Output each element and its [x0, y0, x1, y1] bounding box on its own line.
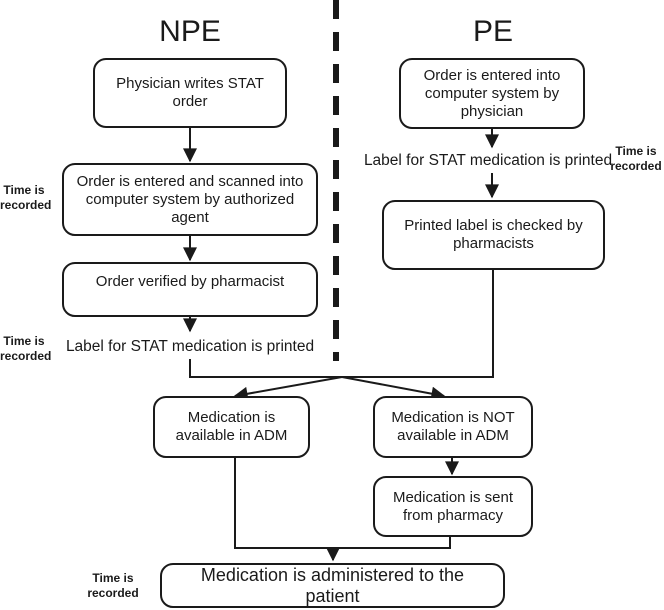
node-order-entered-scanned: Order is entered and scanned into comput… [62, 163, 318, 236]
label-pe-stat-label-printed: Label for STAT medication is printed [363, 152, 613, 169]
time-recorded-label-npe-print: Time is recorded [0, 334, 52, 363]
node-printed-label-checked: Printed label is checked by pharmacists [382, 200, 605, 270]
arrow-merge-to-not-available [341, 376, 446, 401]
node-order-verified-pharmacist: Order verified by pharmacist [62, 262, 318, 317]
time-recorded-label-npe-enter: Time is recorded [0, 183, 52, 212]
column-title-pe: PE [472, 15, 514, 48]
label-npe-stat-label-printed: Label for STAT medication is printed [65, 338, 315, 355]
time-recorded-label-administered: Time is recorded [87, 571, 139, 600]
node-order-entered-by-physician: Order is entered into computer system by… [399, 58, 585, 129]
node-medication-available-adm: Medication is available in ADM [153, 396, 310, 458]
node-medication-administered: Medication is administered to the patien… [160, 563, 505, 608]
arrow-merge-to-available [233, 376, 343, 401]
column-title-npe: NPE [159, 15, 221, 48]
join-connector-line [234, 458, 451, 549]
time-recorded-label-pe-print: Time is recorded [610, 144, 662, 173]
node-physician-writes-stat-order: Physician writes STAT order [93, 58, 287, 128]
node-medication-sent-pharmacy: Medication is sent from pharmacy [373, 476, 533, 537]
node-medication-not-available-adm: Medication is NOT available in ADM [373, 396, 533, 458]
